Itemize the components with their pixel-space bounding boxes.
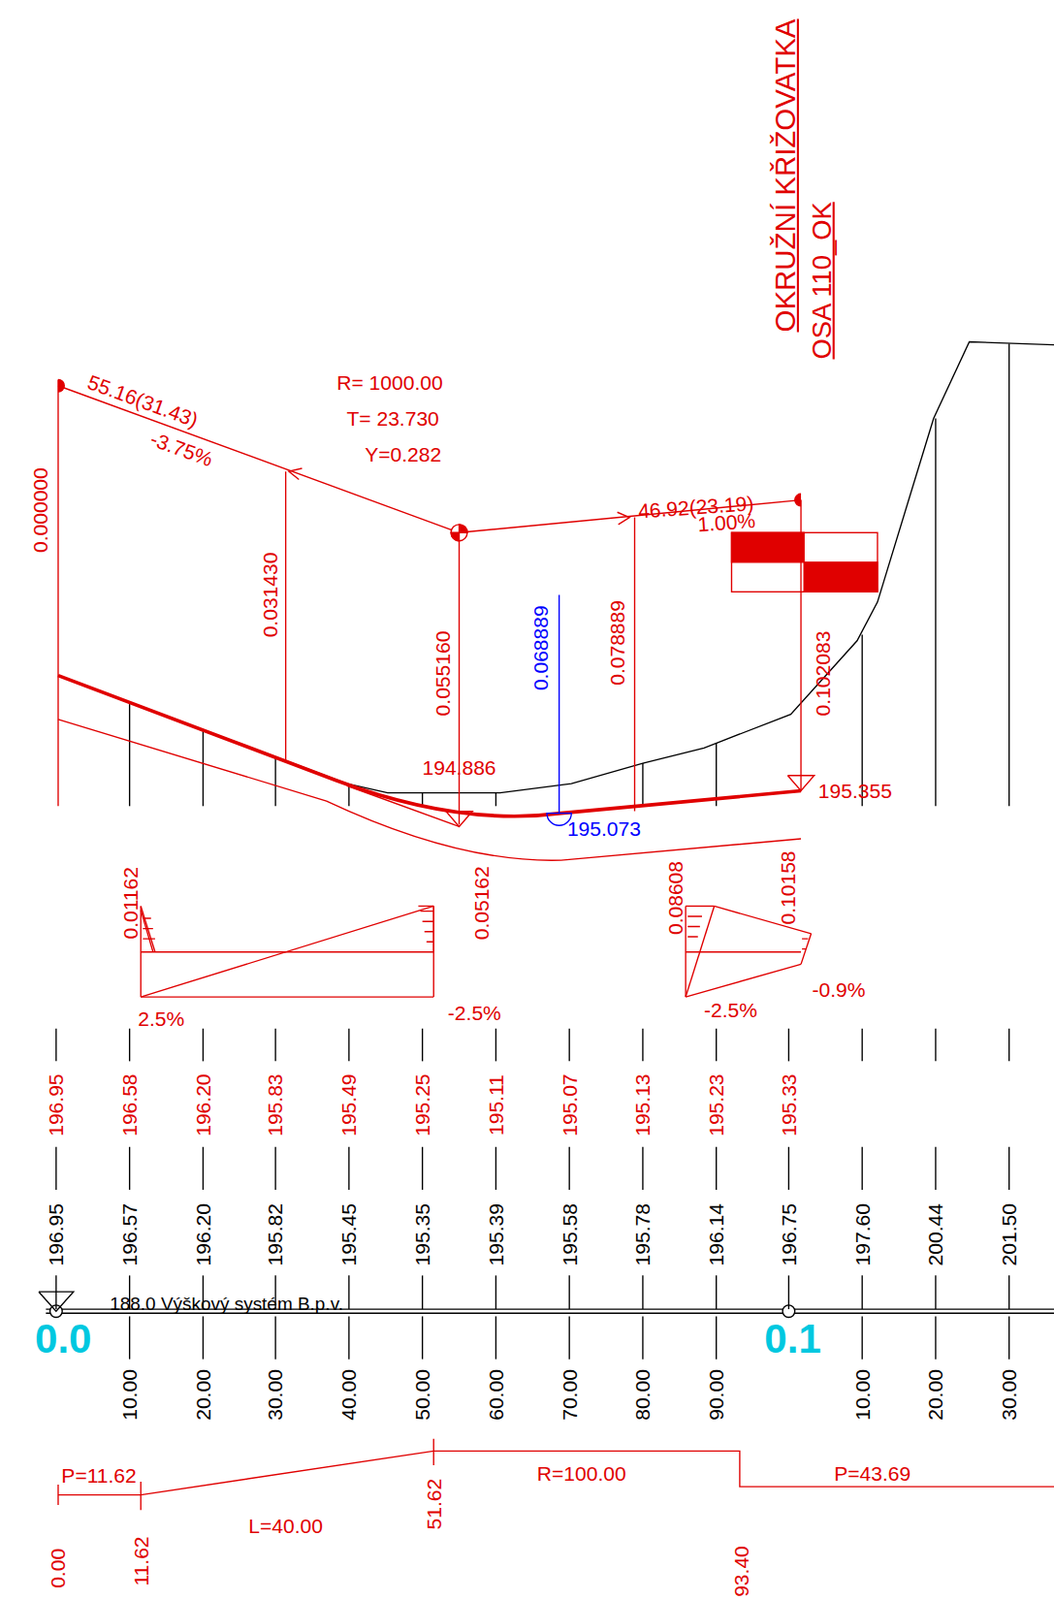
profile-label: 93.40 — [731, 1545, 752, 1597]
profile-label: 195.073 — [567, 818, 641, 839]
profile-label: 0.1 — [764, 1318, 822, 1360]
profile-label: -3.75% — [147, 428, 216, 471]
profile-label: L=40.00 — [248, 1515, 323, 1536]
profile-label: 0.078889 — [606, 600, 628, 686]
profile-label: 194.886 — [421, 757, 496, 778]
profile-label: 195.58 — [559, 1203, 580, 1266]
profile-label: Y=0.282 — [364, 444, 442, 465]
profile-label: 195.11 — [485, 1074, 507, 1136]
drawing-title: OKRUŽNÍ KŘIŽOVATKA — [771, 18, 800, 332]
profile-label: 195.07 — [559, 1073, 580, 1136]
profile-label: 11.62 — [130, 1535, 152, 1586]
profile-label: 195.25 — [412, 1073, 433, 1136]
profile-label: 30.00 — [998, 1369, 1020, 1421]
profile-label: 195.82 — [265, 1203, 287, 1266]
profile-label: 1.00% — [697, 510, 757, 535]
profile-label: 90.00 — [705, 1369, 727, 1421]
profile-label: 0.00 — [47, 1548, 68, 1589]
profile-label: 50.00 — [412, 1369, 433, 1421]
profile-label: 195.355 — [818, 780, 893, 801]
profile-label: 0.10158 — [777, 850, 799, 925]
profile-label: 195.23 — [705, 1073, 727, 1136]
profile-label: 200.44 — [925, 1203, 946, 1266]
profile-label: -0.9% — [811, 979, 865, 1000]
profile-label: 0.068889 — [530, 605, 551, 691]
profile-label: 51.62 — [423, 1478, 445, 1531]
profile-label: 30.00 — [265, 1369, 287, 1421]
profile-label: 55.16(31.43) — [85, 371, 201, 431]
profile-label: 196.14 — [705, 1203, 727, 1266]
profile-label: R= 1000.00 — [336, 372, 443, 393]
profile-label: 70.00 — [559, 1369, 580, 1421]
profile-label: T= 23.730 — [346, 408, 439, 429]
profile-label: 195.49 — [338, 1073, 359, 1136]
profile-label: 10.00 — [119, 1369, 140, 1421]
profile-label: 20.00 — [192, 1369, 214, 1421]
profile-label: 80.00 — [632, 1369, 653, 1421]
profile-label: 0.01162 — [120, 866, 141, 940]
profile-label: 196.20 — [192, 1203, 214, 1266]
profile-label: 188.0 Výškový systém B.p.v. — [109, 1294, 344, 1313]
profile-label: -2.5% — [703, 999, 758, 1021]
profile-label: 196.95 — [45, 1073, 66, 1136]
profile-label: 195.45 — [338, 1203, 359, 1266]
profile-label: 0.055160 — [432, 631, 453, 717]
profile-label: 196.20 — [192, 1073, 214, 1136]
profile-label: 196.75 — [778, 1203, 799, 1266]
profile-label: 10.00 — [852, 1369, 873, 1421]
profile-label: 195.39 — [485, 1203, 507, 1266]
profile-label: 196.57 — [119, 1203, 140, 1266]
profile-label: 201.50 — [998, 1203, 1020, 1266]
profile-label: 20.00 — [925, 1369, 946, 1421]
profile-label: 40.00 — [338, 1369, 359, 1421]
profile-label: 195.83 — [265, 1073, 287, 1136]
profile-label: 0.102083 — [812, 631, 833, 717]
profile-label: 196.95 — [45, 1203, 66, 1266]
profile-label: 196.58 — [119, 1073, 140, 1136]
profile-label: 197.60 — [852, 1203, 873, 1266]
profile-label: -2.5% — [447, 1002, 502, 1023]
profile-label: P=11.62 — [61, 1465, 136, 1486]
profile-label: 60.00 — [485, 1369, 507, 1421]
profile-label: 0.031430 — [259, 552, 281, 639]
profile-label: 195.78 — [632, 1203, 653, 1266]
profile-label: 2.5% — [137, 1008, 185, 1029]
profile-label: R=100.00 — [537, 1463, 627, 1484]
profile-label: 195.13 — [632, 1073, 653, 1136]
profile-label: 195.35 — [412, 1203, 433, 1266]
profile-label: 0.08608 — [665, 861, 686, 935]
profile-label: 0.000000 — [31, 467, 52, 553]
profile-label: 195.33 — [778, 1073, 799, 1136]
profile-label: OSA 110_OK — [807, 201, 834, 359]
profile-label: 0.05162 — [471, 865, 492, 940]
profile-label: 0.0 — [34, 1318, 93, 1360]
profile-label: P=43.69 — [833, 1463, 911, 1484]
